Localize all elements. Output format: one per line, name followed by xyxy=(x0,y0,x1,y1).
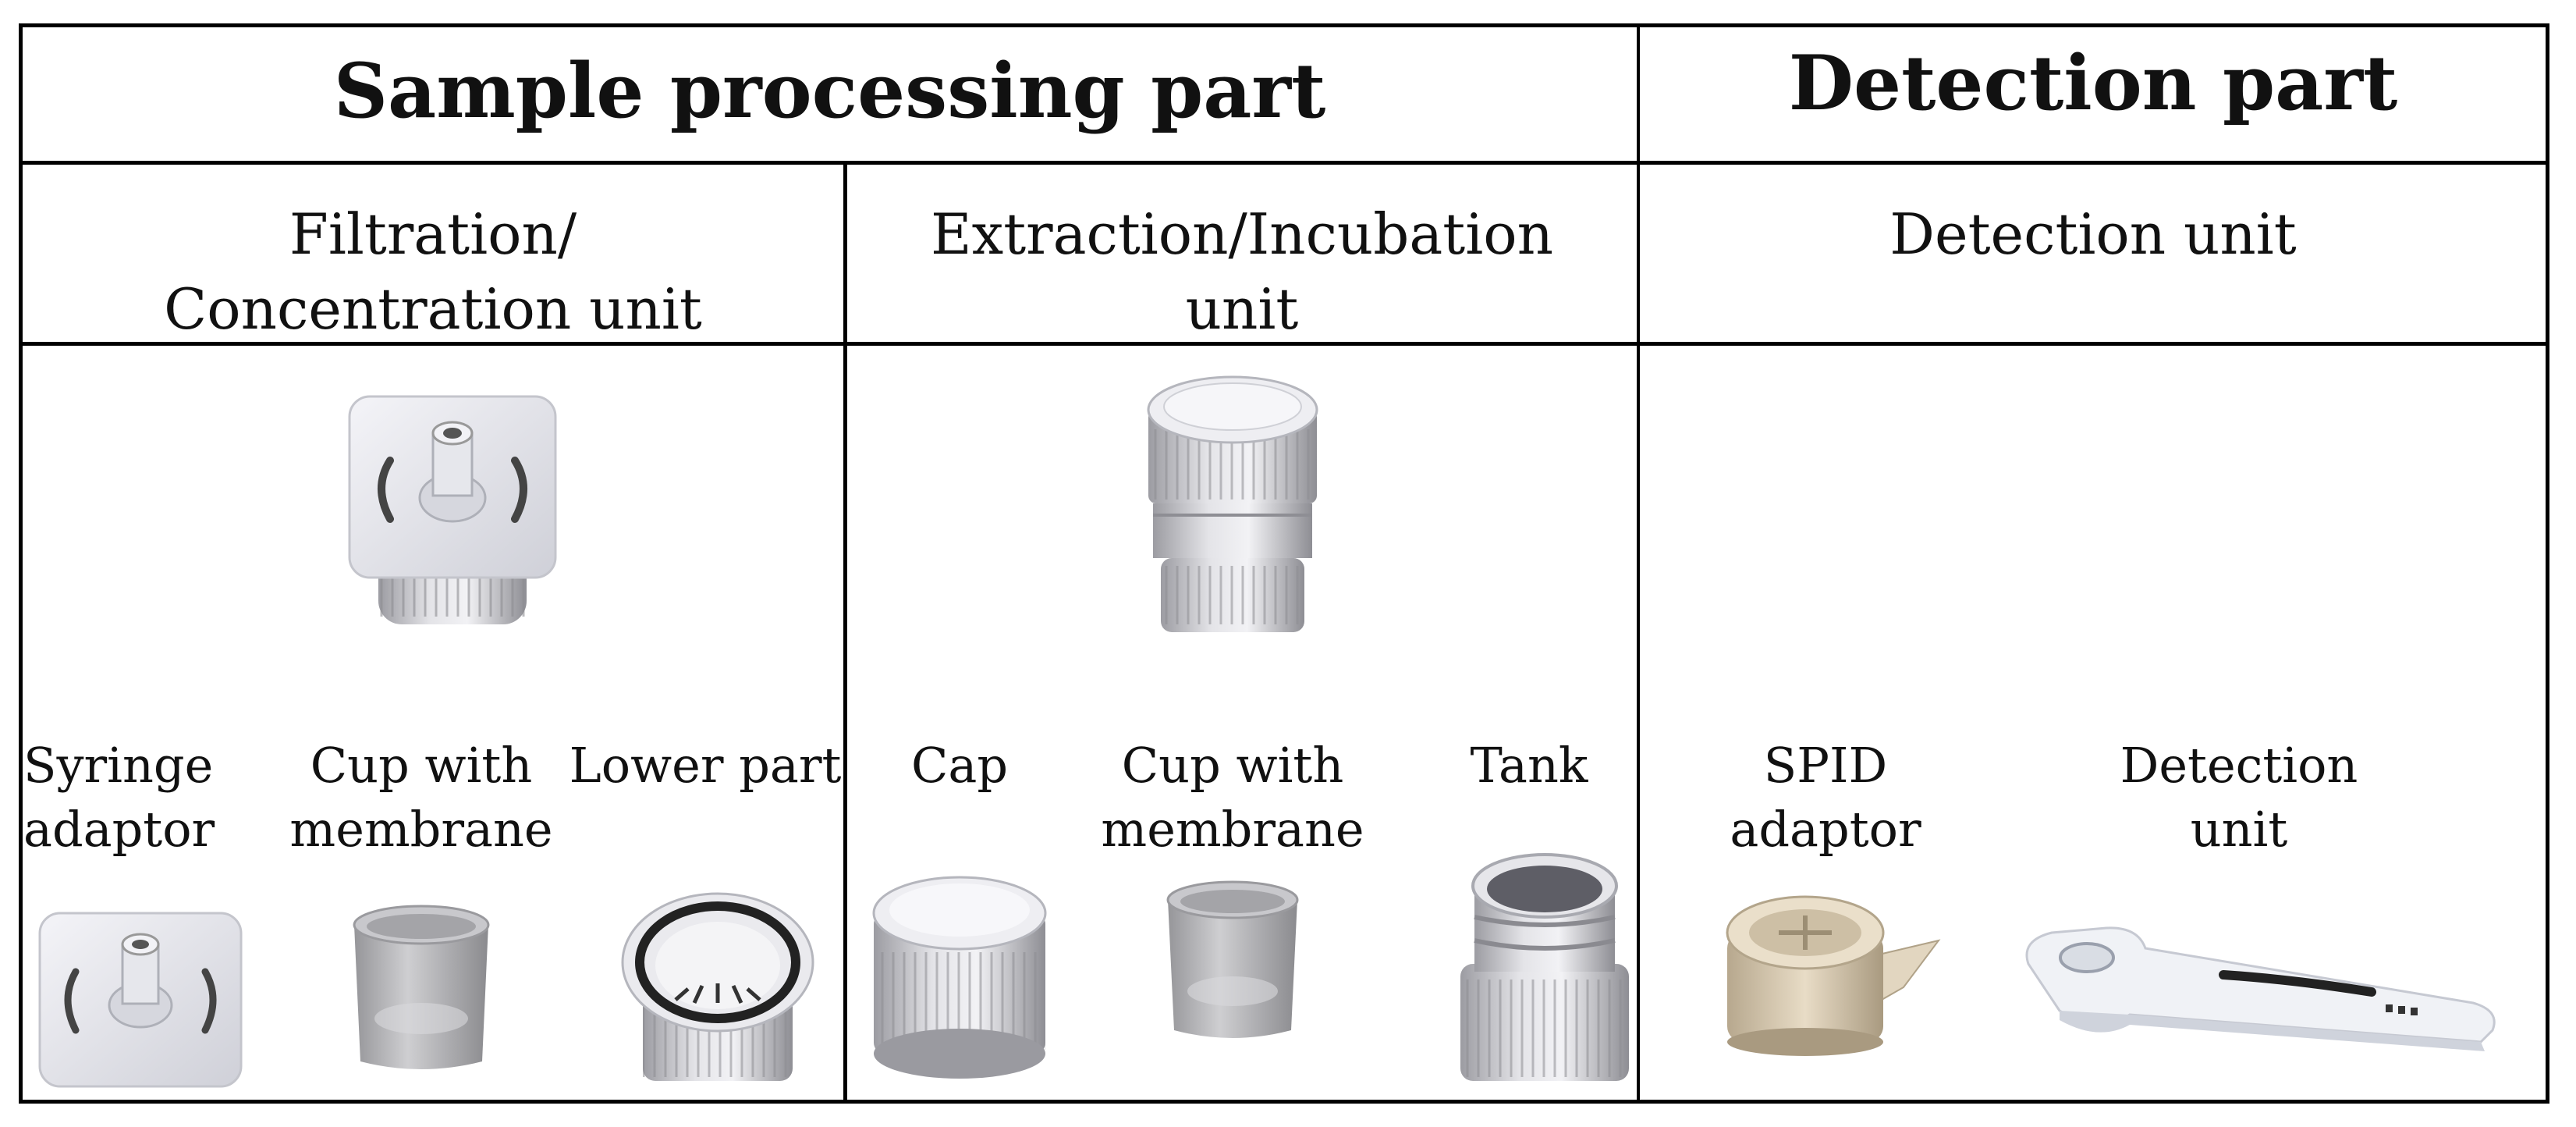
spid-adaptor-image xyxy=(1726,895,1941,1056)
spid-adaptor-label: SPID adaptor xyxy=(1730,737,1921,858)
lower-part-label: Lower part xyxy=(569,737,842,794)
syringe-adaptor-label: Syringe adaptor xyxy=(23,737,215,858)
extraction-unit-line1: Extraction/Incubation xyxy=(931,201,1553,267)
row-divider-1 xyxy=(19,161,2549,165)
cup-with-membrane-label-2: Cup with membrane xyxy=(1101,737,1364,858)
filtration-unit-assembled-image xyxy=(348,395,557,624)
extraction-unit-line2: unit xyxy=(1185,276,1299,342)
cap-label: Cap xyxy=(910,737,1009,794)
col-divider-main xyxy=(1637,23,1640,1104)
table-frame xyxy=(19,23,2549,1104)
tank-image xyxy=(1460,853,1629,1081)
detection-unit-title: Detection unit xyxy=(1889,201,2297,267)
sample-processing-header: Sample processing part xyxy=(333,47,1326,135)
row-divider-2 xyxy=(19,342,2549,346)
extraction-unit-assembled-image xyxy=(1147,375,1318,632)
filtration-unit-line1: Filtration/ xyxy=(289,201,577,267)
cup-with-membrane-image-1 xyxy=(353,905,490,1069)
syringe-adaptor-image xyxy=(38,912,243,1088)
filtration-unit-line2: Concentration unit xyxy=(164,276,702,342)
col-divider-sub xyxy=(843,161,847,1104)
detection-unit-image xyxy=(2025,926,2496,1051)
cup-with-membrane-image-2 xyxy=(1166,880,1299,1038)
cap-image xyxy=(872,876,1047,1079)
cup-with-membrane-label-1: Cup with membrane xyxy=(289,737,553,858)
tank-label: Tank xyxy=(1470,737,1588,794)
lower-part-image xyxy=(621,892,814,1081)
detection-unit-label: Detection unit xyxy=(2120,737,2358,858)
detection-part-header: Detection part xyxy=(1788,39,2398,127)
